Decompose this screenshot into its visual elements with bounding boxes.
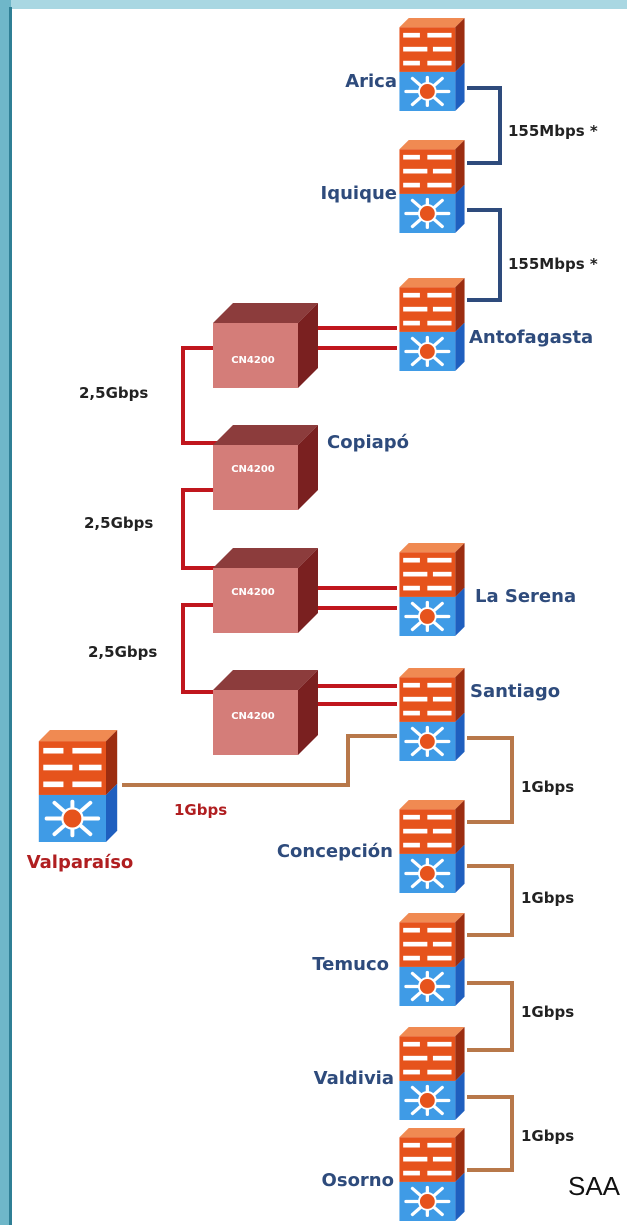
link-cn-santiago: [318, 684, 397, 706]
cn4200-label: CN4200: [231, 587, 275, 598]
node-label-valparaiso: Valparaíso: [27, 852, 134, 873]
node-label-iquique: Iquique: [321, 183, 397, 204]
left-frame-bar: [0, 0, 11, 1225]
network-switch-icon: [397, 140, 467, 233]
link-label-optical-1: 2,5Gbps: [79, 384, 148, 402]
network-switch-icon: [397, 800, 467, 893]
link-iquique-antofagasta: [467, 208, 502, 302]
top-frame-bar: [0, 0, 627, 9]
footer-text: SAA: [568, 1171, 621, 1201]
link-label-concepcion-temuco: 1Gbps: [521, 889, 574, 907]
link-valdivia-osorno: [467, 1095, 514, 1172]
link-temuco-valdivia: [467, 981, 514, 1052]
link-optical-3: [181, 603, 222, 694]
node-label-arica: Arica: [345, 71, 397, 92]
cn4200-optical-node-icon: CN4200: [213, 548, 318, 633]
link-cn-antofagasta: [318, 326, 397, 350]
cn4200-label: CN4200: [231, 355, 275, 366]
node-label-osorno: Osorno: [322, 1170, 394, 1191]
link-label-santiago-valparaiso: 1Gbps: [174, 801, 227, 819]
link-label-optical-2: 2,5Gbps: [84, 514, 153, 532]
network-switch-icon: [397, 18, 467, 111]
network-switch-icon: [397, 278, 467, 371]
left-frame-edge: [9, 7, 12, 1225]
link-label-iquique-antofagasta: 155Mbps *: [508, 255, 598, 273]
cn4200-optical-node-icon: CN4200: [213, 670, 318, 755]
node-label-temuco: Temuco: [312, 954, 389, 975]
link-label-optical-3: 2,5Gbps: [88, 643, 157, 661]
link-concepcion-temuco: [467, 864, 514, 937]
node-label-la-serena: La Serena: [475, 586, 576, 607]
network-switch-icon: [397, 543, 467, 636]
link-arica-iquique: [467, 86, 502, 165]
cn4200-label: CN4200: [231, 711, 275, 722]
node-label-santiago: Santiago: [470, 681, 560, 702]
node-label-valdivia: Valdivia: [314, 1068, 394, 1089]
link-optical-1: [181, 346, 222, 445]
network-switch-icon: [397, 1027, 467, 1120]
link-label-temuco-valdivia: 1Gbps: [521, 1003, 574, 1021]
cn4200-optical-node-icon: CN4200: [213, 303, 318, 388]
network-switch-icon: [397, 1128, 467, 1221]
node-label-concepcion: Concepción: [277, 841, 393, 862]
cn4200-label: CN4200: [231, 464, 275, 475]
node-label-copiapo: Copiapó: [327, 432, 409, 453]
link-label-santiago-concepcion: 1Gbps: [521, 778, 574, 796]
link-santiago-valparaiso: [122, 734, 397, 787]
link-cn-laserena: [318, 586, 397, 610]
network-switch-icon: [397, 913, 467, 1006]
link-label-arica-iquique: 155Mbps *: [508, 122, 598, 140]
link-optical-2: [181, 488, 222, 570]
node-label-antofagasta: Antofagasta: [469, 327, 593, 348]
cn4200-optical-node-icon: CN4200: [213, 425, 318, 510]
link-santiago-concepcion: [467, 736, 514, 824]
link-label-valdivia-osorno: 1Gbps: [521, 1127, 574, 1145]
network-switch-icon: [39, 730, 117, 842]
network-switch-icon: [397, 668, 467, 761]
